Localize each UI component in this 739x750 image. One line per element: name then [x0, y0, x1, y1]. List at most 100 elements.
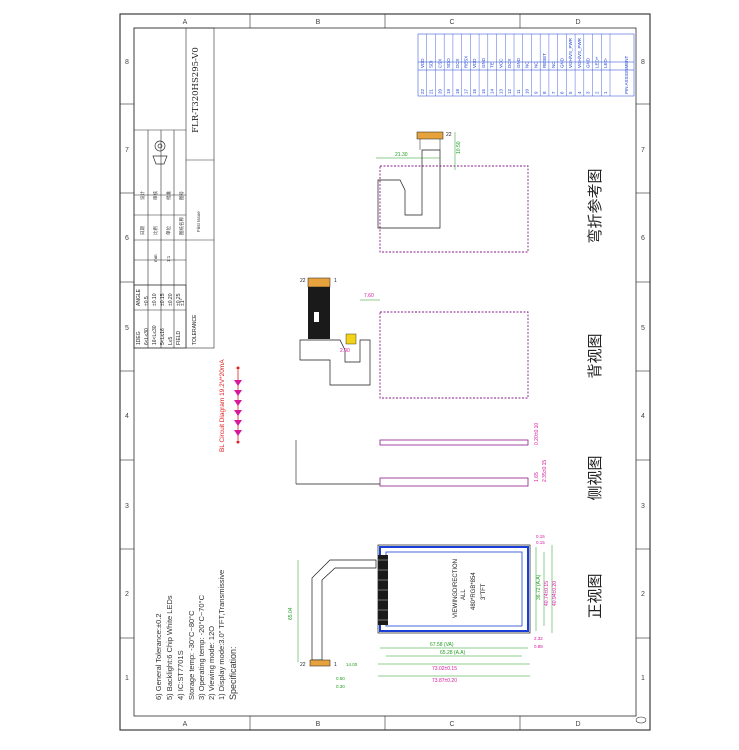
zone-letter-c-bottom: C	[449, 721, 454, 728]
side-view-label: 侧视图	[587, 455, 604, 500]
front-view-label: 正视图	[587, 573, 604, 618]
back-pin-bottom: 1	[334, 278, 337, 284]
pin-table-columns: 22VDD21SDI20CSX19SDO18DCX17RESX16VDD15GN…	[420, 34, 629, 96]
side-view: 0.20±0.10 1.65 2.35±0.15 侧视图	[295, 423, 604, 501]
lcd-text-1: VIEWINGDIRECTION	[453, 559, 459, 618]
pin-number: 10	[525, 88, 530, 94]
pin-signal: VDD	[472, 58, 477, 68]
front-dim-h: 40.94±0.20	[552, 581, 558, 606]
pin-number: 1	[603, 91, 608, 94]
zone-num-1: 1	[125, 675, 129, 682]
revision-mark	[635, 716, 647, 724]
zone-labels: A B C D A B C D 8 7 6 5 4 3 2 1 8 7 6 5 …	[125, 19, 645, 728]
front-dim-aa-h: 36.72 (A.A)	[536, 574, 542, 600]
pin-number: 20	[437, 88, 442, 94]
pin-number: 2	[594, 91, 599, 94]
lcd-text: VIEWINGDIRECTION ALL 480*RGB*854 3"TFT	[453, 559, 487, 618]
pin-signal: GND	[560, 57, 565, 68]
tb-date: 日期	[140, 226, 146, 235]
zone-num-5-right: 5	[641, 325, 645, 332]
zone-num-4: 4	[125, 413, 129, 420]
pin-number: 13	[498, 88, 503, 94]
zone-num-6: 6	[125, 235, 129, 242]
spec-heading: Specification:	[228, 646, 238, 700]
lcd-text-2: ALL	[461, 589, 467, 600]
tol-row-4-b: ±0.20	[168, 293, 174, 306]
zone-letter-b: B	[316, 19, 321, 26]
bend-dim-width: 21.30	[395, 152, 408, 158]
pin-signal: CSX	[437, 59, 442, 68]
zone-letter-a-bottom: A	[183, 721, 188, 728]
tol-row-3-b: ±0.15	[160, 293, 166, 306]
tol-row-6-a: FIELD	[176, 330, 182, 345]
tb-unit: 单位	[165, 226, 172, 235]
pin-number: 18	[455, 88, 460, 94]
pin-number: 7	[551, 91, 556, 94]
tb-scale: 比例	[152, 226, 159, 235]
zone-num-2: 2	[125, 591, 129, 598]
pin-signal: SDO	[446, 58, 451, 68]
tb-scale-value: 1:1	[166, 255, 171, 262]
pin-number: 5	[568, 91, 573, 94]
pin-signal: VCC	[498, 58, 503, 68]
side-dim-thk: 1.65	[534, 472, 540, 482]
pin-signal: VGH/VS_PWR	[568, 37, 573, 68]
drawing-title: FLR-T320HS295-V0	[191, 47, 201, 133]
back-view-label: 背视图	[587, 333, 604, 378]
spec-line-6: 5) Backlight:6 Chip White LEDs	[165, 595, 174, 700]
pin-signal: LED+	[594, 56, 599, 68]
side-dim-total: 2.35±0.15	[542, 460, 548, 482]
side-dim-top: 0.20±0.10	[534, 423, 540, 445]
front-view: 22 1 VIEWINGDIRECTION ALL 480*RGB*854 3"…	[288, 534, 604, 689]
pin-number: 16	[472, 88, 477, 94]
zone-letter-a: A	[183, 19, 188, 26]
tol-row-6-b: ±1°	[180, 298, 186, 306]
pin-number: 19	[446, 88, 451, 94]
tol-head-angle: ANGLE	[136, 288, 142, 306]
front-pin-22: 22	[300, 662, 306, 668]
title-block	[133, 27, 215, 349]
pin-signal: LED-	[603, 57, 608, 68]
front-dim-pad-a: 0.15	[536, 540, 545, 545]
tolerance-text: ANGLE 1DEG ±0.5 6<L≤30 ±0.10 16<L≤30 ±0.…	[136, 288, 198, 345]
spec-line-3: 3) Operating temp: -20°C~70°C	[197, 594, 206, 700]
zone-ticks	[120, 14, 650, 730]
pin-number: 17	[464, 88, 469, 94]
tb-name: 图纸名称	[178, 217, 185, 235]
front-dim-va: 67.58 (VA)	[430, 642, 454, 648]
front-dim-pad-c: 2.32	[534, 636, 543, 641]
pin-number: 14	[490, 88, 495, 94]
tb-first-issue: First Issue	[196, 211, 201, 232]
spec-line-7: 6) General Tolerance:±0.2	[154, 613, 163, 700]
zone-num-4-right: 4	[641, 413, 645, 420]
zone-num-1-right: 1	[641, 675, 645, 682]
back-dim-comp: 2.00	[340, 348, 350, 354]
tb-design: 设计	[139, 191, 146, 200]
front-dim-lines	[297, 545, 553, 677]
front-dim-pad-b: 0.15	[536, 534, 545, 539]
pin-number: 8	[542, 91, 547, 94]
pin-number: 21	[429, 88, 434, 94]
bend-dim-height: 10.50	[456, 141, 462, 154]
tol-row-3-a: 16<L≤30	[152, 325, 158, 345]
tol-row-1-b: ±0.5	[144, 296, 150, 306]
pin-number: 22	[420, 88, 425, 94]
pin-number: 9	[533, 91, 538, 94]
tol-row-2-b: ±0.10	[152, 293, 158, 306]
spec-line-4: Storage temp: -30°C~80°C	[187, 610, 196, 700]
pin-signal: DCX	[455, 58, 460, 68]
zone-num-2-right: 2	[641, 591, 645, 598]
spec-line-1: 1) Display mode:3.0" TFT,Transmissive	[217, 570, 226, 700]
bl-circuit: BL Circuit Diagram 19.2V*20mA	[219, 359, 242, 452]
pin-number: 11	[516, 89, 521, 94]
tb-approve: 批准	[165, 191, 172, 200]
lcd-text-3: 480*RGB*854	[471, 572, 477, 610]
back-view: 7.60 2.00 22 1 背视图	[299, 277, 604, 399]
zone-num-3-right: 3	[641, 503, 645, 510]
front-dim-thk: 0.30	[336, 684, 345, 689]
tol-row-5-b: ±0.25	[176, 293, 182, 306]
back-pin-top: 22	[300, 278, 306, 284]
pin-signal: NC	[533, 61, 538, 68]
